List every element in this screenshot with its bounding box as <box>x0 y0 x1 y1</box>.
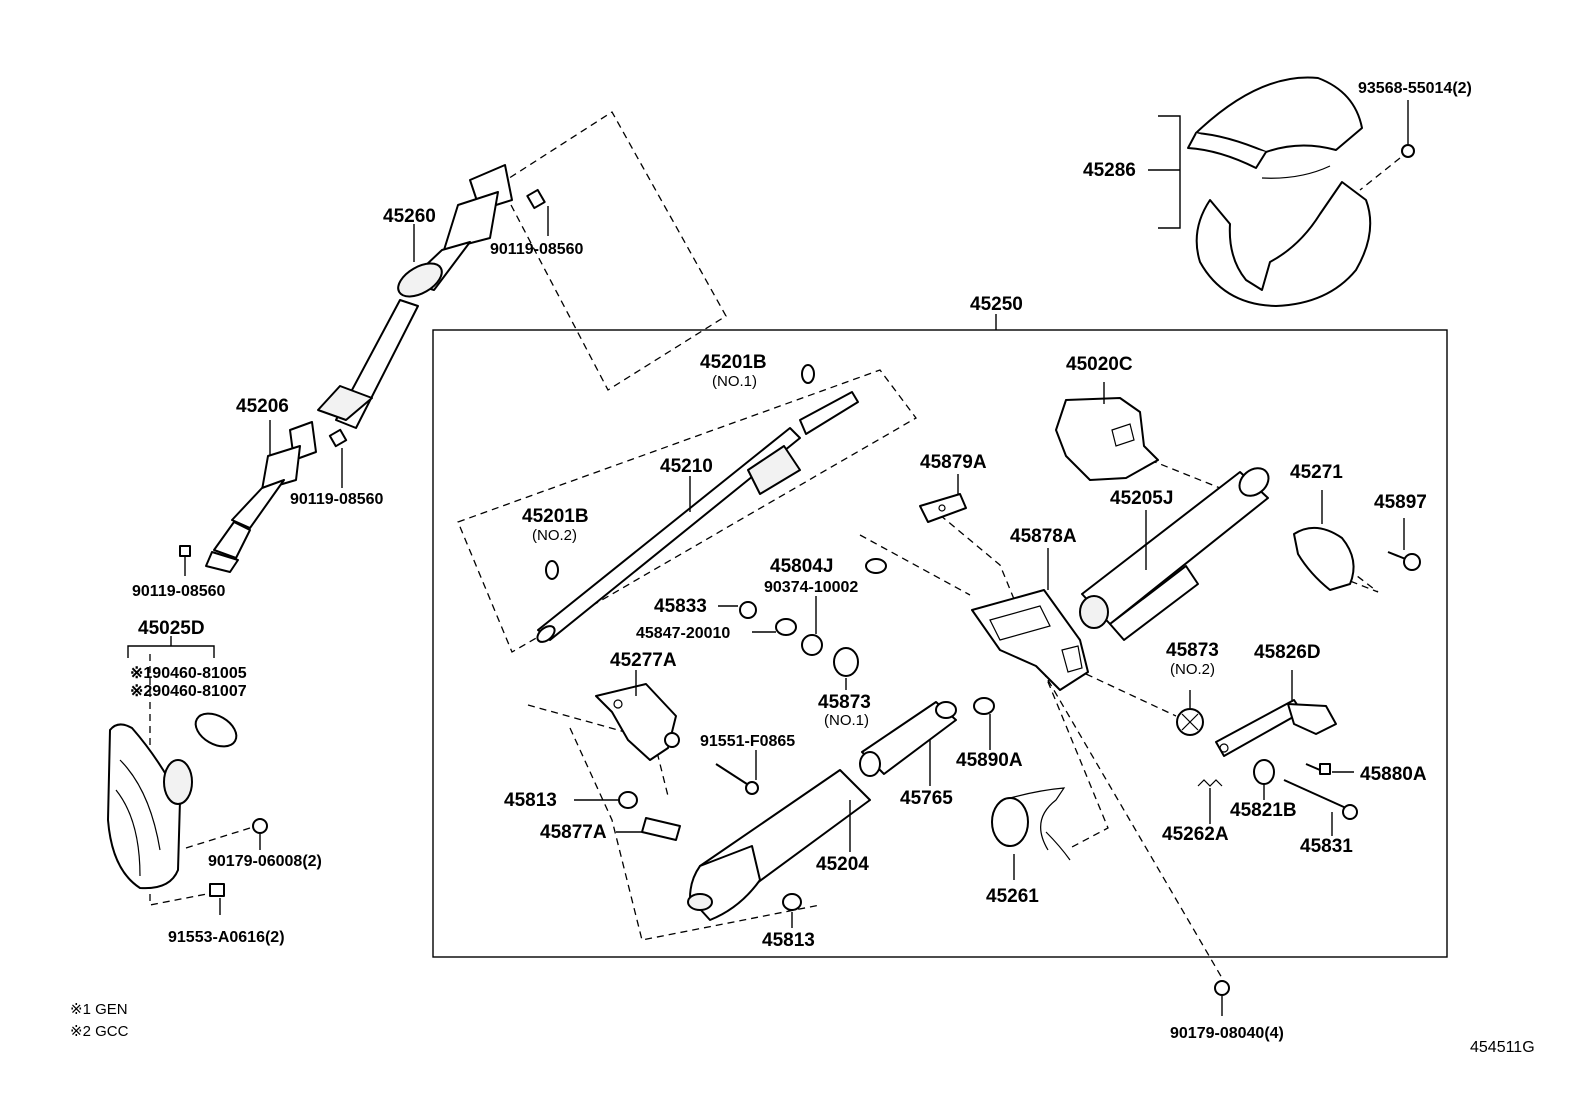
bolt-91551-F0865 <box>715 750 759 795</box>
label-45833: 45833 <box>654 596 707 617</box>
label-93568-55014: 93568-55014(2) <box>1358 80 1472 97</box>
label-90460-81005: ※190460-81005 <box>130 665 247 682</box>
label-45261: 45261 <box>986 886 1039 907</box>
sleeve-45765 <box>859 701 957 777</box>
label-45880A: 45880A <box>1360 764 1427 785</box>
spring-45261 <box>991 787 1071 861</box>
label-45020C: 45020C <box>1066 354 1133 375</box>
label-90119-08560-top: 90119-08560 <box>490 241 584 258</box>
label-45890A: 45890A <box>956 750 1023 771</box>
collar-45877A <box>616 817 681 841</box>
universal-joint-45206 <box>205 421 317 573</box>
label-45250: 45250 <box>970 294 1023 315</box>
bracket-45878A <box>971 589 1089 691</box>
nut-45821B <box>1253 759 1275 800</box>
footnote-gcc: ※2 GCC <box>70 1023 129 1040</box>
label-45826D: 45826D <box>1254 642 1321 663</box>
label-45873-no2: 45873 <box>1166 640 1219 661</box>
label-45831: 45831 <box>1300 836 1353 857</box>
washer-45804J <box>865 558 887 574</box>
bushing-45813-left <box>574 791 638 809</box>
ring-90460 <box>194 712 238 748</box>
footnote-gen: ※1 GEN <box>70 1001 128 1018</box>
screw-93568-55014 <box>1359 100 1415 191</box>
snap-ring-45201B-no1 <box>801 364 815 384</box>
label-45897: 45897 <box>1374 492 1427 513</box>
label-45286: 45286 <box>1083 160 1136 181</box>
label-90119-08560-middle: 90119-08560 <box>290 491 384 508</box>
label-45873-no1-sub: (NO.1) <box>824 712 869 729</box>
washer-90374-10002 <box>801 596 823 656</box>
lock-45271 <box>1293 527 1355 591</box>
label-91551-F0865: 91551-F0865 <box>700 733 795 750</box>
bolt-90119-08560-bottom <box>179 545 191 576</box>
screw-45897 <box>1387 518 1421 571</box>
bushing-45813-right <box>782 893 802 928</box>
label-45873-no1: 45873 <box>818 692 871 713</box>
column-tube-45204 <box>687 769 871 921</box>
bolt-45831 <box>1283 779 1358 836</box>
label-45877A: 45877A <box>540 822 607 843</box>
bolt-45890A <box>973 697 995 750</box>
spring-45262A <box>1197 779 1223 824</box>
label-90179-06008: 90179-06008(2) <box>208 853 322 870</box>
diagram-code: 454511G <box>1470 1039 1535 1056</box>
bearing-45833 <box>718 601 757 619</box>
bolt-90119-08560-middle <box>328 428 348 488</box>
boot-45025D <box>107 723 193 890</box>
group-outline-main-shaft <box>457 369 917 653</box>
label-45277A: 45277A <box>610 650 677 671</box>
nut-90179-06008 <box>252 818 268 850</box>
label-45206: 45206 <box>236 396 289 417</box>
label-90119-08560-bottom: 90119-08560 <box>132 583 226 600</box>
label-45201B-no2-sub: (NO.2) <box>532 527 577 544</box>
column-cover-45286 <box>1187 76 1372 307</box>
label-91553-A0616: 91553-A0616(2) <box>168 929 285 946</box>
label-45879A: 45879A <box>920 452 987 473</box>
main-shaft-45210 <box>536 391 859 643</box>
label-45262A: 45262A <box>1162 824 1229 845</box>
label-45204: 45204 <box>816 854 869 875</box>
plate-45879A <box>919 493 967 523</box>
label-45873-no2-sub: (NO.2) <box>1170 661 1215 678</box>
label-45201B-no2: 45201B <box>522 506 589 527</box>
snap-ring-45201B-no2 <box>545 560 559 580</box>
bushing-45873-no2 <box>1176 690 1204 736</box>
label-45210: 45210 <box>660 456 713 477</box>
bushing-45873-no1 <box>833 647 859 690</box>
bolt-45880A <box>1305 763 1354 775</box>
label-45804J: 45804J <box>770 556 833 577</box>
label-90374-10002: 90374-10002 <box>764 579 858 596</box>
lever-45826D <box>1215 699 1337 757</box>
bolt-91553-A0616 <box>209 883 225 915</box>
label-45821B: 45821B <box>1230 800 1297 821</box>
intermediate-shaft-45260 <box>317 164 513 429</box>
label-45847-20010: 45847-20010 <box>636 625 730 642</box>
group-outline-intermediate-shaft <box>499 111 727 391</box>
label-45025D: 45025D <box>138 618 205 639</box>
label-45205J: 45205J <box>1110 488 1173 509</box>
tube-45205J <box>1079 467 1270 641</box>
label-45271: 45271 <box>1290 462 1343 483</box>
label-45813-right: 45813 <box>762 930 815 951</box>
support-45020C <box>1055 397 1159 481</box>
label-90179-08040: 90179-08040(4) <box>1170 1025 1284 1042</box>
bracket-45277A <box>595 683 680 761</box>
nut-90179-08040 <box>1214 980 1230 1016</box>
label-45260: 45260 <box>383 206 436 227</box>
label-45878A: 45878A <box>1010 526 1077 547</box>
label-45813-left: 45813 <box>504 790 557 811</box>
label-45201B-no1-sub: (NO.1) <box>712 373 757 390</box>
label-45765: 45765 <box>900 788 953 809</box>
label-90460-81007: ※290460-81007 <box>130 683 247 700</box>
assembly-frame-45250 <box>432 329 1448 958</box>
bolt-90119-08560-top <box>526 188 549 236</box>
label-45201B-no1: 45201B <box>700 352 767 373</box>
washer-45847-20010 <box>752 618 797 636</box>
